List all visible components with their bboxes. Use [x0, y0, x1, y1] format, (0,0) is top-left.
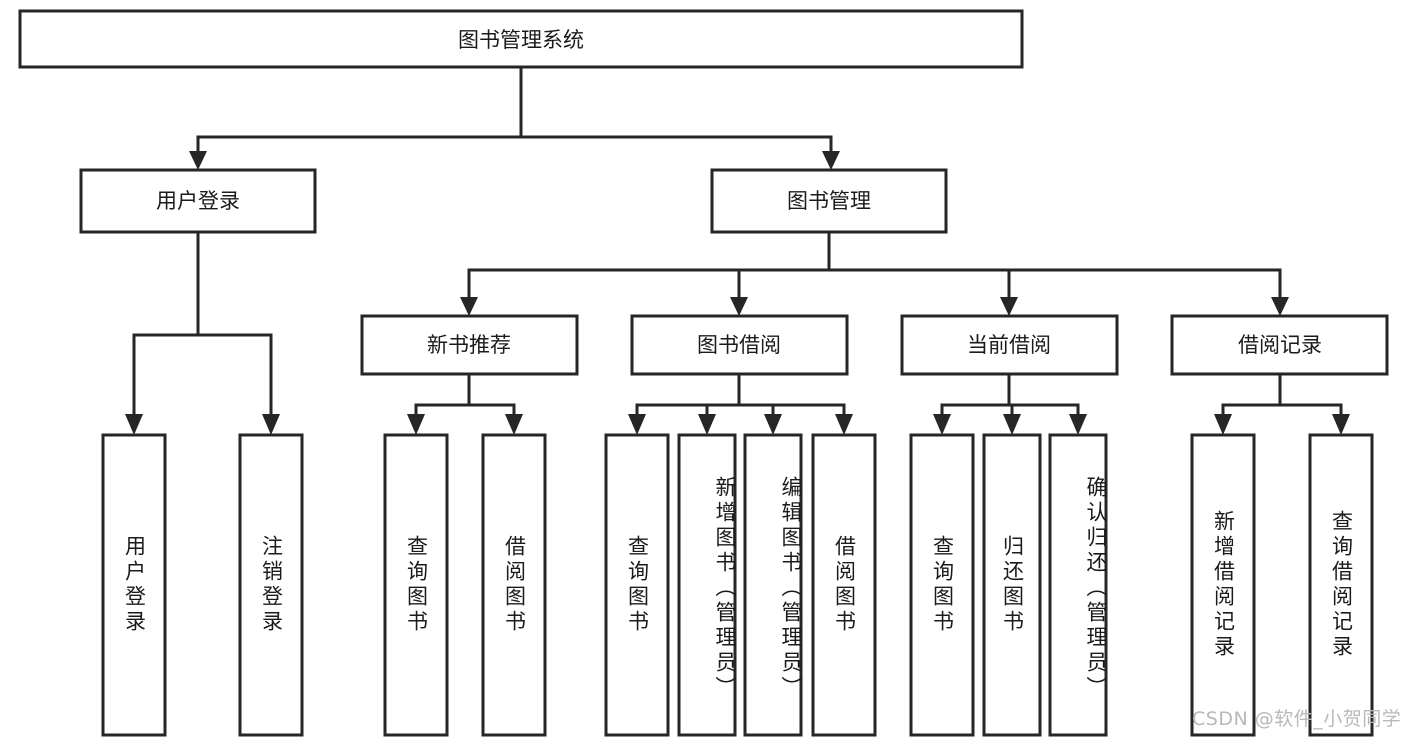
- arrowhead-leaf-borrow-book-rec: [505, 414, 523, 435]
- arrowhead-leaf-query-borrow-record: [1332, 414, 1350, 435]
- node-book-management[interactable]: 图书管理: [710, 168, 948, 234]
- node-user-login-box[interactable]: [79, 168, 317, 234]
- arrowhead-borrow-records: [1271, 297, 1289, 316]
- node-borrow-records-label: 借阅记录: [1238, 333, 1322, 357]
- node-leaf-borrow-book-rec-box[interactable]: [481, 433, 547, 737]
- arrowhead-leaf-edit-book-admin: [764, 414, 782, 435]
- node-borrow-records-box[interactable]: [1170, 314, 1389, 376]
- node-leaf-query-book-rec-box[interactable]: [383, 433, 449, 737]
- arrowhead-leaf-user-logout: [262, 414, 280, 435]
- node-layer: 图书管理系统 用户登录 图书管理 新书推荐 图书借阅 当前: [18, 9, 1389, 737]
- arrowhead-leaf-confirm-return-admin: [1069, 414, 1087, 435]
- arrowhead-book-borrow: [730, 297, 748, 316]
- node-new-book-recommend[interactable]: 新书推荐: [360, 314, 579, 376]
- node-leaf-confirm-return-admin-box[interactable]: [1048, 433, 1108, 737]
- arrowhead-book-management: [822, 151, 840, 170]
- node-root-label: 图书管理系统: [458, 28, 584, 52]
- arrowhead-leaf-query-book-rec: [407, 414, 425, 435]
- node-new-book-recommend-box[interactable]: [360, 314, 579, 376]
- node-leaf-query-book-current-box[interactable]: [909, 433, 975, 737]
- node-book-borrow-box[interactable]: [630, 314, 849, 376]
- arrowhead-user-login: [189, 151, 207, 170]
- arrowhead-leaf-add-borrow-record: [1214, 414, 1232, 435]
- node-root-box[interactable]: [18, 9, 1024, 69]
- arrowhead-current-borrow: [1000, 297, 1018, 316]
- node-root[interactable]: 图书管理系统: [18, 9, 1024, 69]
- csdn-watermark: CSDN @软件_小贺同学: [1192, 708, 1402, 730]
- node-current-borrow-label: 当前借阅: [967, 333, 1051, 357]
- node-borrow-records[interactable]: 借阅记录: [1170, 314, 1389, 376]
- node-book-borrow[interactable]: 图书借阅: [630, 314, 849, 376]
- node-leaf-user-logout-box[interactable]: [238, 433, 304, 737]
- arrowhead-leaf-user-login: [125, 414, 143, 435]
- node-leaf-return-book-box[interactable]: [982, 433, 1042, 737]
- node-leaf-borrow-book-box[interactable]: [811, 433, 877, 737]
- connector-layer: [125, 65, 1350, 435]
- node-book-management-label: 图书管理: [787, 189, 871, 213]
- node-leaf-edit-book-admin-box[interactable]: [743, 433, 803, 737]
- node-leaf-query-book-borrow-box[interactable]: [604, 433, 670, 737]
- node-book-management-box[interactable]: [710, 168, 948, 234]
- node-leaf-query-borrow-record-box[interactable]: [1308, 433, 1374, 737]
- arrowhead-leaf-query-book-current: [933, 414, 951, 435]
- node-user-login[interactable]: 用户登录: [79, 168, 317, 234]
- arrowhead-new-book-recommend: [460, 297, 478, 316]
- node-leaf-user-login-box[interactable]: [101, 433, 167, 737]
- node-current-borrow-box[interactable]: [900, 314, 1119, 376]
- node-book-borrow-label: 图书借阅: [697, 333, 781, 357]
- node-new-book-recommend-label: 新书推荐: [427, 333, 511, 357]
- node-leaf-add-borrow-record-box[interactable]: [1190, 433, 1256, 737]
- arrowhead-leaf-query-book-borrow: [628, 414, 646, 435]
- arrowhead-leaf-borrow-book: [835, 414, 853, 435]
- arrowhead-leaf-add-book-admin: [698, 414, 716, 435]
- arrowhead-leaf-return-book: [1003, 414, 1021, 435]
- node-user-login-label: 用户登录: [156, 189, 240, 213]
- node-current-borrow[interactable]: 当前借阅: [900, 314, 1119, 376]
- node-leaf-add-book-admin-box[interactable]: [677, 433, 737, 737]
